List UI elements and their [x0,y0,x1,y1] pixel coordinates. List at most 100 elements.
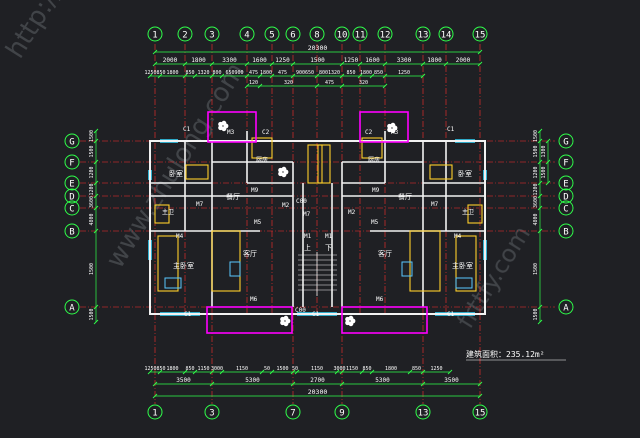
dim-top-row2-text: 850 [185,70,194,76]
axis-bubble-top-text: 2 [182,31,187,41]
label-down: 下 [325,244,332,252]
watermark-text-1: www.zhulong.com [100,58,251,274]
axis-bubble-bottom-circle [334,404,350,420]
axis-bubble-bottom-circle [204,404,220,420]
dim-left-text: 3600 [89,196,95,208]
balcony [359,111,409,143]
dim-right-text: 1200 [533,183,539,195]
plant-leaf [387,127,392,133]
axis-bubble-left-circle [64,299,80,315]
dim-bottom-row2-text: 5300 [375,377,390,384]
dim-bottom-row1-text: 850 [185,366,194,372]
balcony [207,111,257,143]
dim-right-extra-tick [545,180,551,186]
mark-m7-c: M7 [303,211,311,218]
dim-top-total-tick [152,49,158,55]
dim-left-text: 1500 [89,263,95,275]
dim-top-row2-text: 1800 [260,70,272,76]
axis-bubble-top-text: 6 [290,31,295,41]
dim-top-row1-text: 3300 [222,57,237,64]
dim-top-row2-tick [290,73,296,79]
dim-top-row1-tick [477,61,483,67]
furniture-piece [409,230,441,292]
dim-bottom-row1-text: 3000 [211,366,223,372]
mark-m9-a: M9 [251,187,259,194]
dim-right-text: 1500 [533,308,539,320]
dim-bottom-total-tick [477,393,483,399]
dim-top-row2-text: 1320 [197,70,209,76]
mark-m2-a: M2 [282,202,290,209]
axis-bubble-right-text: C [563,205,568,215]
door-window-marks: C1 C2 M3 C2 M3 C1 M9 M9 M5 M5 M7 M7 M7 M… [176,126,462,318]
mark-m4-b: M4 [454,233,462,240]
label-living-left: 客厅 [243,249,257,258]
axis-bubble-right-circle [558,299,574,315]
dim-left-tick [93,319,99,325]
dim-bottom-row1-tick [290,369,296,375]
axis-bubble-left-text: A [69,304,75,314]
mark-c1-b: C1 [447,126,455,133]
dim-top-row1-text: 2000 [163,57,178,64]
mark-tag-b: C00 [295,307,306,314]
furniture-piece [157,235,179,292]
dim-top-row2-text: 1800 [360,70,372,76]
mark-c1-d: C1 [312,311,320,318]
dim-top-row2-tick [257,73,263,79]
dim-top-row2-text: 900650 [296,70,314,76]
dim-top-row2-tick [339,73,345,79]
label-master-bath-left: 主卫 [162,208,174,216]
dim-top-row2-text: 1800 [166,70,178,76]
dim-left-tick [93,180,99,186]
label-master-bath-right: 主卫 [462,208,474,216]
axis-bubble-bottom-circle [285,404,301,420]
dim-bottom-row1-text: 850 [412,366,421,372]
axis-bubble-left-circle [64,154,80,170]
dim-left-tick [93,193,99,199]
label-dining-right: 餐厅 [398,192,412,201]
axis-bubble-bottom-text: 15 [475,409,486,419]
axis-bubble-top-text: 8 [314,31,319,41]
dim-top-row2-tick [382,73,388,79]
dim-bottom-row2-tick [290,381,296,387]
dim-bottom-row1-text: 3000 [333,366,345,372]
dim-bottom-row1-text: 1150 [197,366,209,372]
axis-bubble-left-text: B [69,228,74,238]
label-up: 上 [304,243,311,252]
label-living-right: 客厅 [378,249,392,258]
axis-bubble-bottom-circle [472,404,488,420]
dim-right-tick [537,304,543,310]
furniture-piece [251,137,273,159]
mark-c1-a: C1 [183,126,191,133]
dim-bottom-row1-tick [359,369,365,375]
axis-bubble-top-text: 1 [152,31,157,41]
dim-bottom-row1-tick [157,369,163,375]
dim-left-text: 1500 [89,145,95,157]
dim-top-row1-text: 1800 [191,57,206,64]
dim-bottom-row2-tick [339,381,345,387]
dim-top-row1-tick [357,61,363,67]
room-labels: 卧室 卧室 主卧室 主卧室 主卫 主卫 客厅 客厅 餐厅 餐厅 厨房 厨房 上 … [162,156,474,270]
mark-c2-a: C2 [262,129,270,136]
dim-top-row3-text: 320 [359,80,368,86]
axis-bubble-bottom-circle [415,404,431,420]
dim-bottom-row1-text: 1250 [430,366,442,372]
dim-right-tick [537,319,543,325]
axis-bubble-right-circle [558,200,574,216]
fixtures [148,139,487,316]
dim-bottom-row1-tick [447,369,453,375]
dim-top-row2-text: 475 [278,70,287,76]
dim-top-row1-tick [339,61,345,67]
axis-bubble-right-circle [558,188,574,204]
label-bedroom-right: 卧室 [458,169,472,178]
dim-bottom-row1-tick [219,369,225,375]
dim-top-row1-tick [209,61,215,67]
dim-top-row1-text: 1600 [252,57,267,64]
dim-top-row2-tick [369,73,375,79]
dim-bottom-row1-tick [294,369,300,375]
dim-top-row1-text: 3300 [397,57,412,64]
axis-bubble-top-circle [177,26,193,42]
dim-bottom-row1-tick [182,369,188,375]
